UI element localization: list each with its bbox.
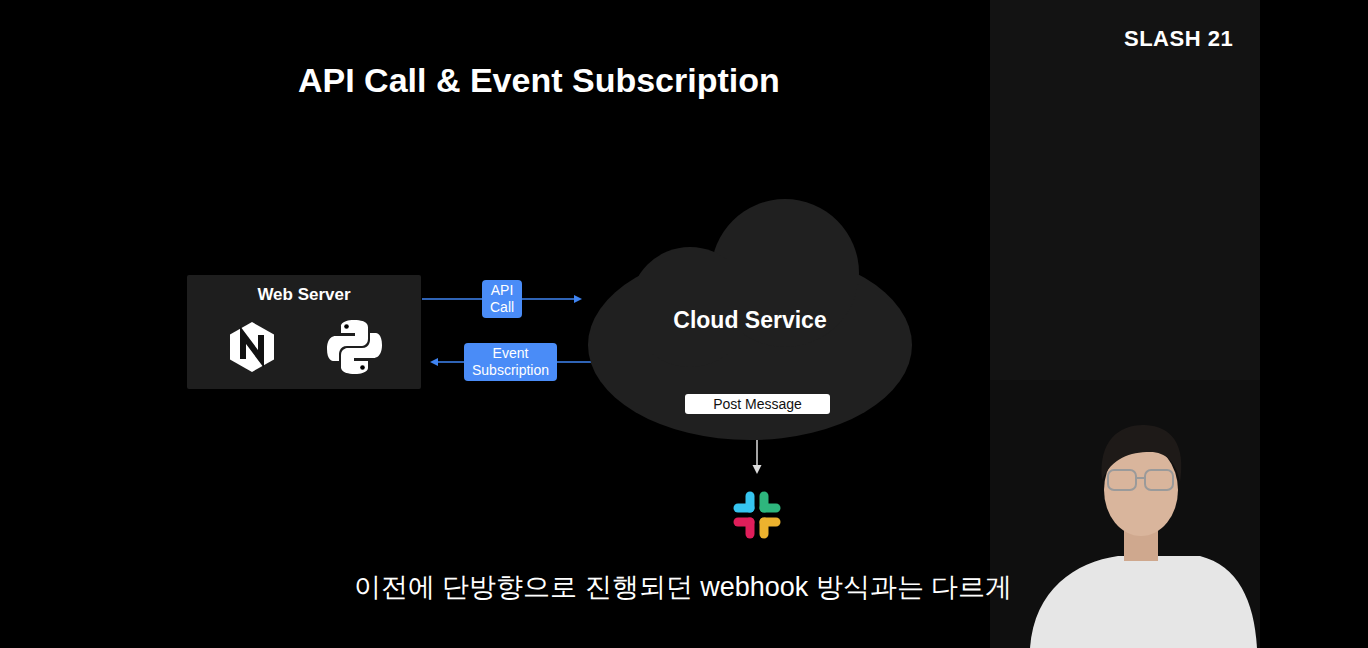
connector-line (437, 361, 591, 363)
presenter-hair (1102, 425, 1182, 482)
cloud-shape: Cloud Service (585, 195, 915, 445)
slack-yellow-dot (764, 518, 776, 527)
message-label-pill: Post Message (685, 394, 830, 414)
presenter-glasses-right (1145, 470, 1173, 490)
python-icon (327, 320, 382, 374)
subtitle-caption: 이전에 단방향으로 진행되던 webhook 방식과는 다르게 (333, 568, 1033, 606)
arrowhead (430, 358, 438, 366)
slack-green-dot (760, 496, 769, 508)
node-title: Cloud Service (585, 305, 915, 335)
edge-label-pill: API Call (482, 280, 522, 318)
connector (430, 358, 591, 366)
slack-red-dot (746, 522, 755, 534)
web-server-box: Web Server (187, 275, 421, 389)
nginx-letter-shape (243, 335, 261, 359)
node-title: Web Server (187, 284, 421, 306)
python-eye-top (344, 324, 349, 329)
side-panel-lower (990, 380, 1260, 648)
python-eye-bottom (360, 365, 365, 370)
slide-title: API Call & Event Subscription (298, 58, 780, 102)
brand-logo: SLASH 21 (1124, 26, 1233, 52)
nginx-icon (230, 322, 274, 372)
edge-label-pill: Event Subscription (464, 343, 557, 381)
python-top (327, 320, 368, 361)
post-arrow-head (753, 465, 762, 474)
slack-blue-dot (738, 504, 750, 513)
side-panel (990, 0, 1260, 648)
python-bottom (341, 333, 382, 374)
slack-logo (738, 496, 776, 534)
arrowhead (574, 295, 582, 303)
connector-line (422, 298, 575, 300)
presenter-glasses-left (1108, 470, 1136, 490)
connector (422, 295, 582, 303)
presenter-shirt (1030, 556, 1257, 648)
presenter-glasses-bridge (1136, 477, 1145, 479)
